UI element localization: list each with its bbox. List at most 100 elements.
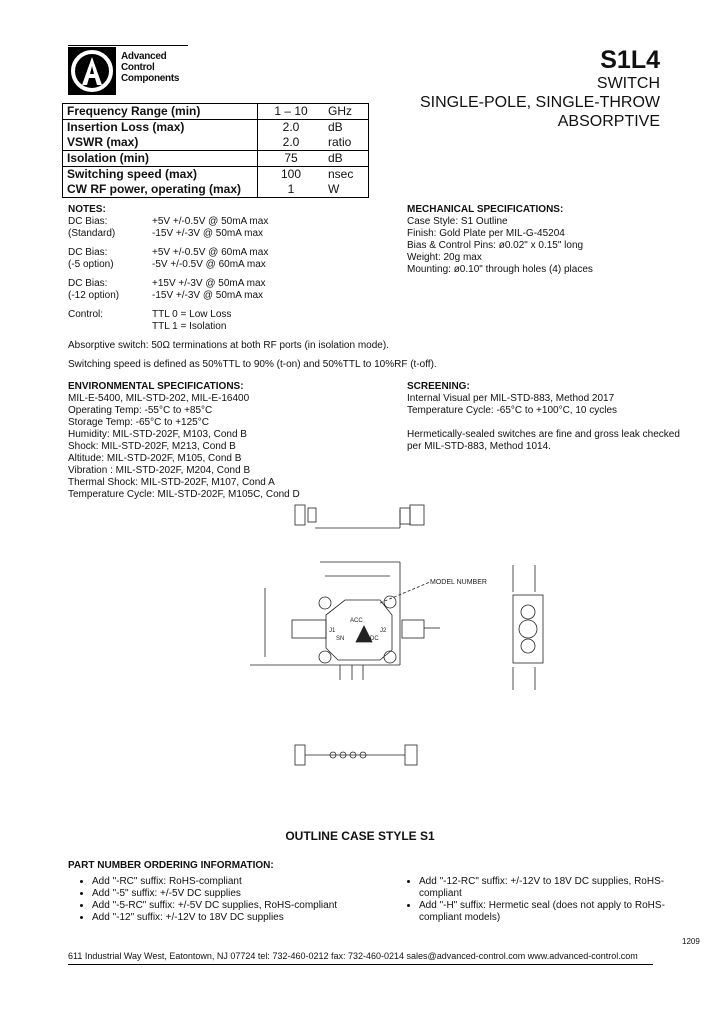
- screening-line: Internal Visual per MIL-STD-883, Method …: [407, 393, 615, 404]
- note-label: DC Bias:: [68, 278, 108, 289]
- note-row: (Standard) -15V +/-3V @ 50mA max: [68, 228, 398, 240]
- top-view: [250, 561, 440, 680]
- spec-unit: ratio: [324, 135, 369, 151]
- note-value: +5V +/-0.5V @ 50mA max: [152, 216, 269, 227]
- spec-value: 1 – 10: [257, 103, 324, 120]
- screening-line: Temperature Cycle: -65°C to +100°C, 10 c…: [407, 405, 618, 416]
- note-row: DC Bias:+5V +/-0.5V @ 50mA max: [68, 216, 398, 228]
- logo-rule: [68, 45, 188, 46]
- spec-param: Frequency Range (min): [62, 103, 258, 120]
- spec-value: 75: [257, 150, 324, 167]
- note-value: -15V +/-3V @ 50mA max: [152, 290, 264, 301]
- logo-line-1: Advanced: [121, 51, 167, 62]
- list-item: Add "-12-RC" suffix: +/-12V to 18V DC su…: [419, 876, 679, 900]
- model-number-label: MODEL NUMBER: [430, 579, 487, 586]
- company-logo: Advanced Control Components: [68, 45, 188, 97]
- ordering-list-left: Add "-RC" suffix: RoHS-compliant Add "-5…: [68, 876, 392, 924]
- mechanical-heading: MECHANICAL SPECIFICATIONS:: [407, 204, 564, 215]
- note-row: DC Bias: +5V +/-0.5V @ 60mA max: [68, 247, 398, 259]
- note-row: Control:TTL 0 = Low Loss: [68, 309, 398, 321]
- drawing-title: OUTLINE CASE STYLE S1: [285, 829, 435, 843]
- body-text: ACC: [350, 618, 363, 624]
- product-title: S1L4 SWITCH SINGLE-POLE, SINGLE-THROW AB…: [420, 46, 660, 131]
- spec-unit: dB: [324, 119, 369, 135]
- note-label: [68, 321, 152, 333]
- spec-unit: W: [324, 182, 369, 198]
- screening-line: Hermetically-sealed switches are fine an…: [407, 429, 680, 440]
- spec-param: VSWR (max): [62, 135, 258, 151]
- note-row: (-5 option)-5V +/-0.5V @ 60mA max: [68, 259, 398, 271]
- screening-heading: SCREENING:: [407, 381, 470, 392]
- note-label: DC Bias:: [68, 247, 108, 258]
- env-line: Storage Temp: -65°C to +125°C: [68, 417, 209, 428]
- note-value: +5V +/-0.5V @ 60mA max: [152, 247, 269, 258]
- notes-section: NOTES: DC Bias:+5V +/-0.5V @ 50mA max (S…: [68, 204, 437, 371]
- mechanical-line: Bias & Control Pins: ø0.02" x 0.15" long: [407, 240, 584, 251]
- spec-param: Isolation (min): [62, 150, 258, 167]
- note-value: +15V +/-3V @ 50mA max: [152, 278, 266, 289]
- spec-param: Switching speed (max): [62, 166, 258, 182]
- note-label: (-12 option): [68, 290, 120, 301]
- env-line: Humidity: MIL-STD-202F, M103, Cond B: [68, 429, 247, 440]
- env-line: Thermal Shock: MIL-STD-202F, M107, Cond …: [68, 477, 275, 488]
- logo-text: Advanced Control Components: [121, 51, 179, 84]
- doc-code: 1209: [682, 937, 700, 946]
- subtitle-line: SWITCH: [596, 75, 660, 92]
- env-line: Vibration : MIL-STD-202F, M204, Cond B: [68, 465, 251, 476]
- spec-value: 2.0: [257, 119, 324, 135]
- footer-contact: 611 Industrial Way West, Eatontown, NJ 0…: [68, 951, 653, 965]
- end-view: [512, 565, 544, 690]
- screening-line: per MIL-STD-883, Method 1014.: [407, 441, 551, 452]
- note-row: (-12 option) -15V +/-3V @ 50mA max: [68, 290, 398, 302]
- screening-section: SCREENING: Internal Visual per MIL-STD-8…: [407, 381, 680, 453]
- note-row: TTL 1 = Isolation: [68, 321, 398, 333]
- bottom-view: [294, 744, 418, 766]
- mechanical-specs: MECHANICAL SPECIFICATIONS: Case Style: S…: [407, 204, 593, 276]
- ordering-heading: PART NUMBER ORDERING INFORMATION:: [68, 860, 274, 871]
- ordering-list-right: Add "-12-RC" suffix: +/-12V to 18V DC su…: [395, 876, 679, 924]
- mechanical-line: Case Style: S1 Outline: [407, 216, 508, 227]
- body-text: J2: [380, 628, 387, 634]
- environmental-heading: ENVIRONMENTAL SPECIFICATIONS:: [68, 381, 244, 392]
- spec-value: 2.0: [257, 135, 324, 151]
- list-item: Add "-RC" suffix: RoHS-compliant: [92, 876, 392, 888]
- spec-param: Insertion Loss (max): [62, 119, 258, 135]
- spec-value: 100: [257, 166, 324, 182]
- list-item: Add "-H" suffix: Hermetic seal (does not…: [419, 900, 679, 924]
- list-item: Add "-5-RC" suffix: +/-5V DC supplies, R…: [92, 900, 392, 912]
- spec-value: 1: [257, 182, 324, 198]
- logo-line-2: Control: [121, 62, 155, 73]
- environmental-specs: ENVIRONMENTAL SPECIFICATIONS: MIL-E-5400…: [68, 381, 300, 501]
- mechanical-line: Finish: Gold Plate per MIL-G-45204: [407, 228, 565, 239]
- body-text: J1: [329, 628, 336, 634]
- note-value: TTL 0 = Low Loss: [152, 309, 232, 320]
- switching-note: Switching speed is defined as 50%TTL to …: [68, 359, 437, 370]
- outline-drawing: MODEL NUMBER ACC J1 J2 SN DC: [250, 504, 544, 766]
- note-value: TTL 1 = Isolation: [152, 321, 227, 332]
- side-view: [294, 504, 425, 529]
- subtitle-line: ABSORPTIVE: [557, 113, 660, 130]
- mechanical-line: Weight: 20g max: [407, 252, 482, 263]
- logo-a-icon: [68, 47, 116, 95]
- mechanical-line: Mounting: ø0.10" through holes (4) place…: [407, 264, 593, 275]
- subtitle-line: SINGLE-POLE, SINGLE-THROW: [419, 94, 660, 111]
- list-item: Add "-12" suffix: +/-12V to 18V DC suppl…: [92, 912, 392, 924]
- logo-line-3: Components: [121, 73, 180, 84]
- spec-unit: nsec: [324, 166, 369, 182]
- env-line: Altitude: MIL-STD-202F, M105, Cond B: [68, 453, 242, 464]
- body-text: SN: [336, 636, 344, 642]
- spec-unit: GHz: [324, 103, 369, 120]
- note-label: (Standard): [68, 228, 116, 239]
- part-number: S1L4: [600, 46, 660, 74]
- absorptive-note: Absorptive switch: 50Ω terminations at b…: [68, 340, 389, 351]
- note-row: DC Bias: +15V +/-3V @ 50mA max: [68, 278, 398, 290]
- note-value: -15V +/-3V @ 50mA max: [152, 228, 264, 239]
- env-line: MIL-E-5400, MIL-STD-202, MIL-E-16400: [68, 393, 250, 404]
